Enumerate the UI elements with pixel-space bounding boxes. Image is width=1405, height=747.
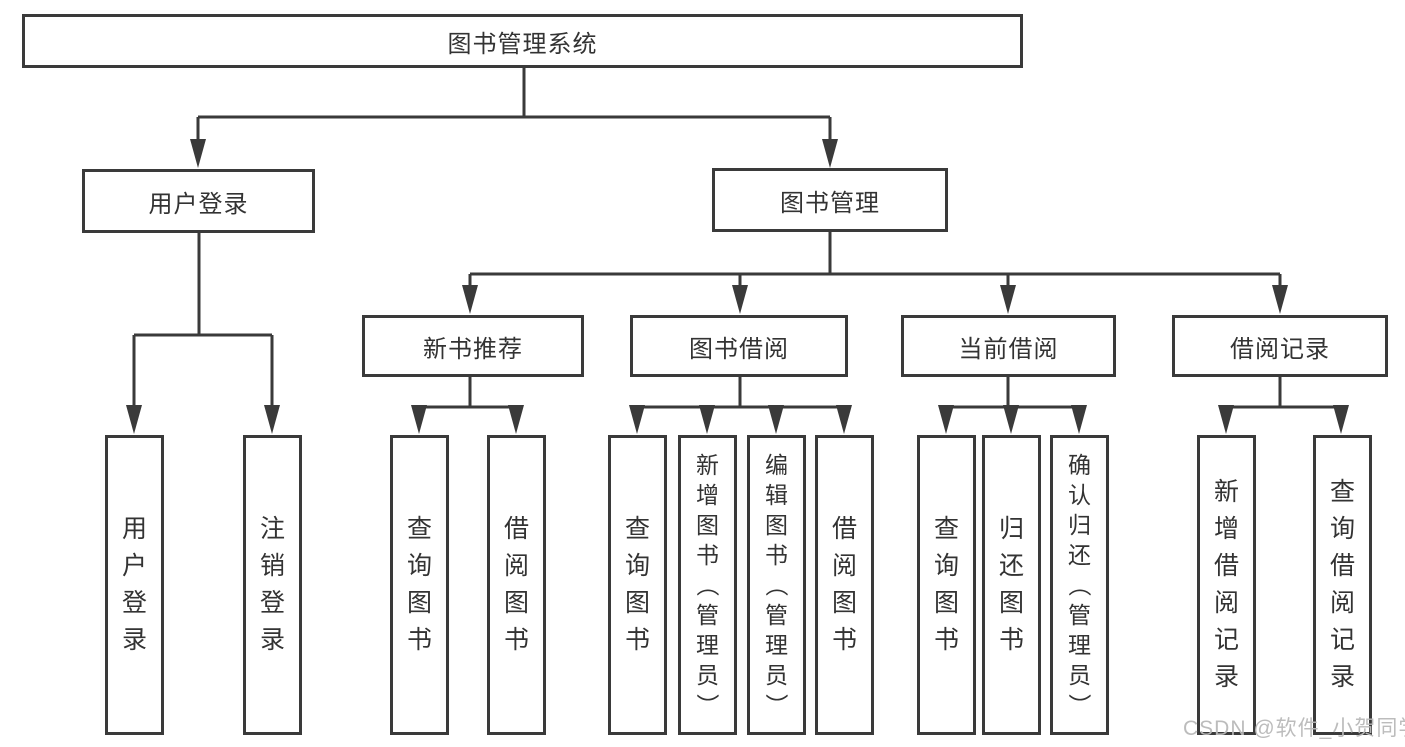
vertical-label: 查询图书: [624, 515, 650, 654]
node-label: 当前借阅: [958, 335, 1059, 363]
leaf-cb-query-book: 查询图书: [917, 435, 976, 735]
node-label: 借阅记录: [1230, 335, 1330, 363]
node-book-borrow: 图书借阅: [630, 315, 848, 377]
leaf-bb-query-book: 查询图书: [608, 435, 667, 735]
leaf-br-query-record: 查询借阅记录: [1313, 435, 1372, 735]
arrowhead-icons: [126, 139, 1349, 434]
vertical-label: 查询图书: [406, 515, 432, 654]
node-label: 图书管理: [780, 189, 880, 217]
leaf-bb-add-book-admin: 新增图书（管理员）: [678, 435, 737, 735]
leaf-br-add-record: 新增借阅记录: [1197, 435, 1256, 735]
node-current-borrow: 当前借阅: [901, 315, 1116, 377]
vertical-label: 新增图书（管理员）: [694, 452, 721, 717]
node-label: 用户登录: [148, 190, 249, 218]
node-label: 图书管理系统: [447, 30, 598, 58]
node-label: 新书推荐: [423, 335, 523, 363]
vertical-label: 新增借阅记录: [1213, 478, 1239, 691]
leaf-bb-borrow-book: 借阅图书: [815, 435, 874, 735]
leaf-cb-return-book: 归还图书: [982, 435, 1041, 735]
node-label: 图书借阅: [689, 335, 789, 363]
leaf-bb-edit-book-admin: 编辑图书（管理员）: [747, 435, 806, 735]
vertical-label: 查询借阅记录: [1329, 478, 1355, 691]
csdn-watermark: CSDN @软件_小贺同学: [1183, 717, 1405, 740]
vertical-label: 查询图书: [933, 515, 959, 654]
node-borrow-record: 借阅记录: [1172, 315, 1388, 377]
leaf-user-login: 用户登录: [105, 435, 164, 735]
vertical-label: 确认归还（管理员）: [1066, 452, 1093, 717]
vertical-label: 归还图书: [998, 515, 1024, 654]
node-root-system: 图书管理系统: [22, 14, 1023, 68]
node-new-book-recommend: 新书推荐: [362, 315, 584, 377]
node-user-login: 用户登录: [82, 169, 315, 233]
vertical-label: 编辑图书（管理员）: [763, 452, 790, 717]
vertical-label: 注销登录: [259, 515, 285, 654]
node-book-management: 图书管理: [712, 168, 948, 232]
vertical-label: 借阅图书: [831, 515, 857, 654]
leaf-nb-query-book: 查询图书: [390, 435, 449, 735]
leaf-logout-login: 注销登录: [243, 435, 302, 735]
vertical-label: 借阅图书: [503, 515, 529, 654]
leaf-nb-borrow-book: 借阅图书: [487, 435, 546, 735]
vertical-label: 用户登录: [121, 515, 147, 654]
leaf-cb-confirm-return-admin: 确认归还（管理员）: [1050, 435, 1109, 735]
